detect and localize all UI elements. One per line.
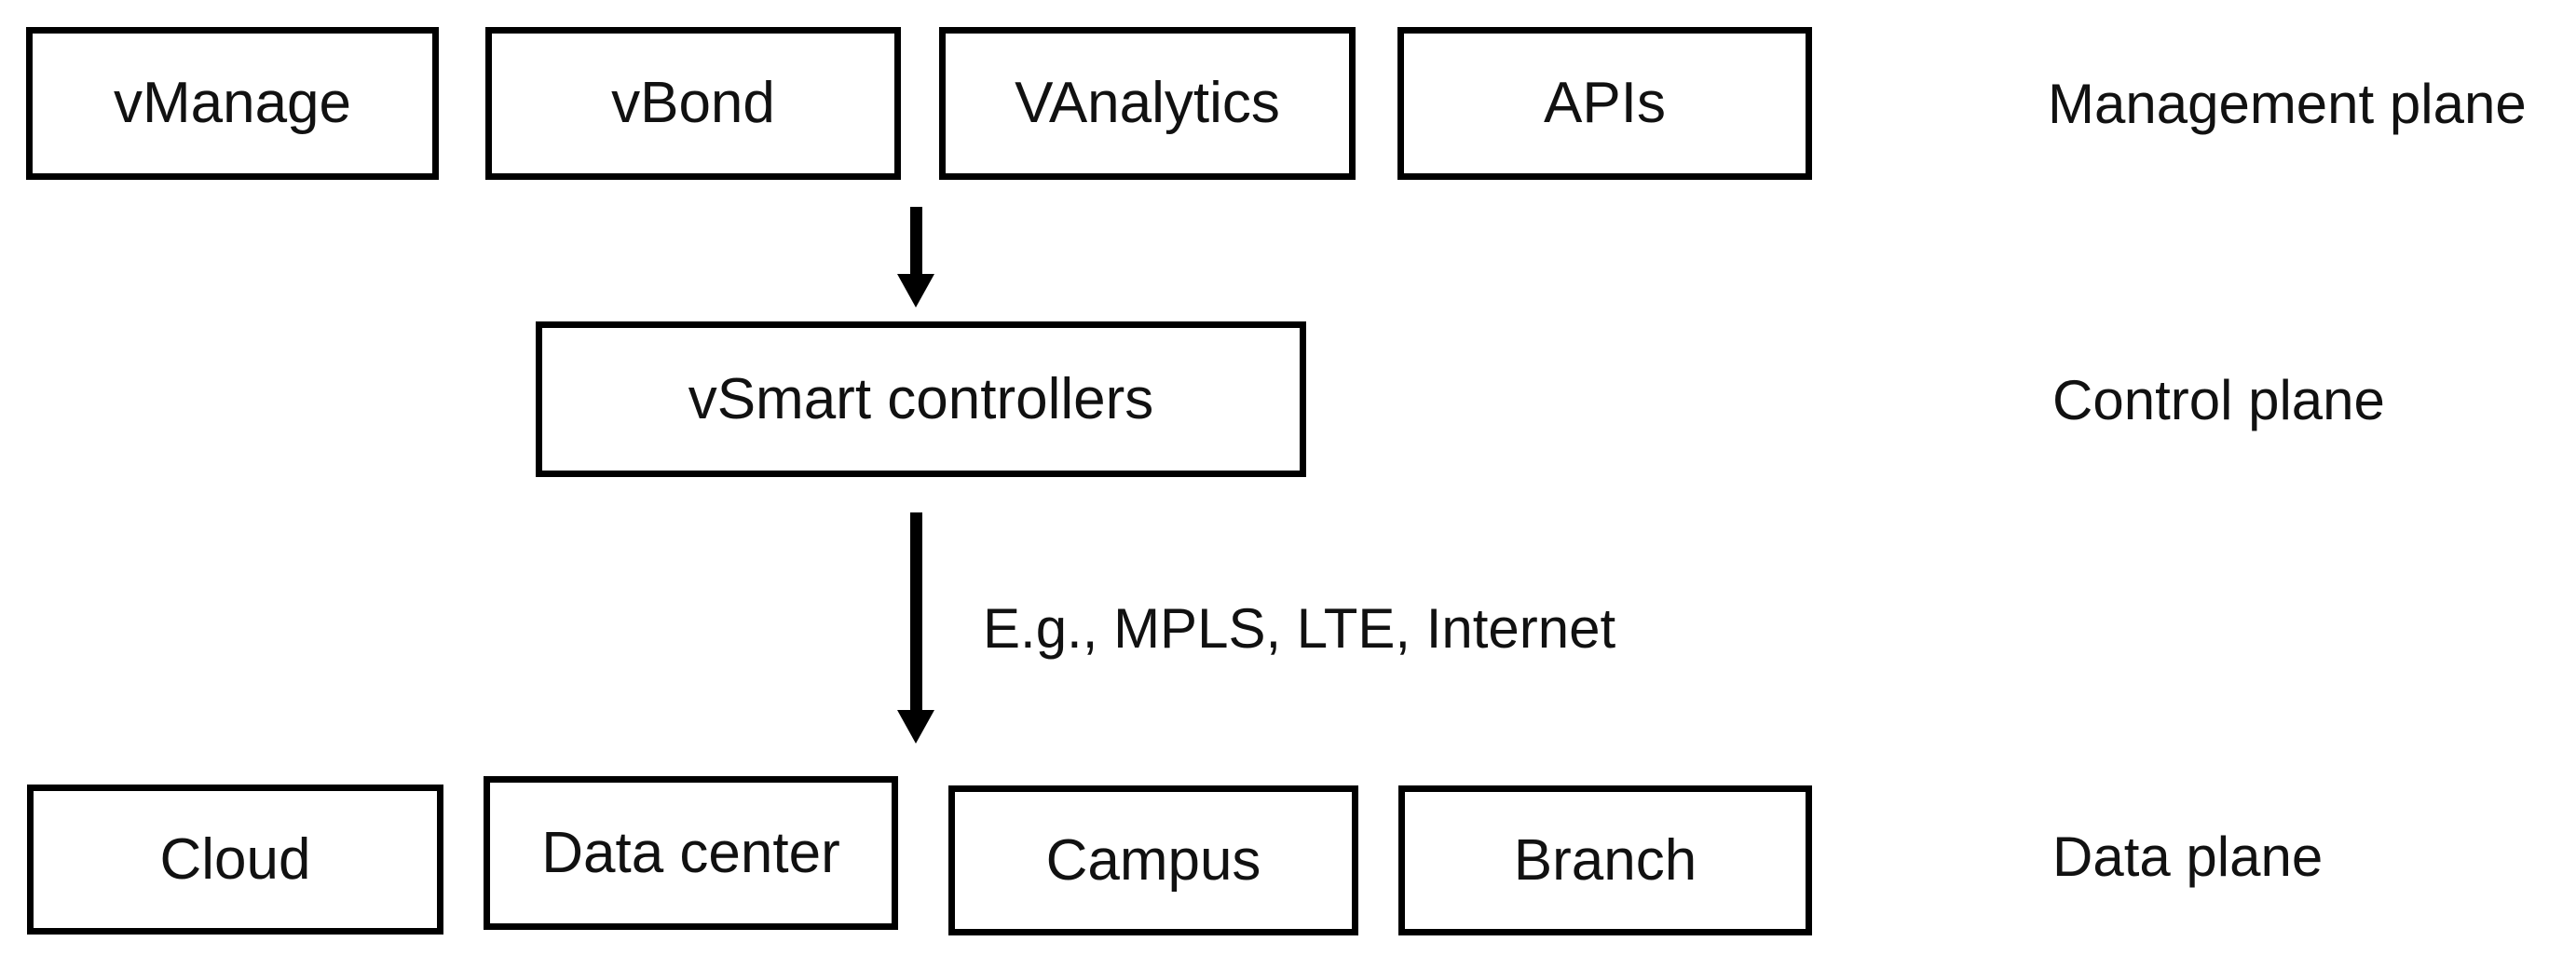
node-campus-label: Campus [1045, 827, 1261, 893]
node-cloud: Cloud [27, 785, 443, 935]
management-plane-label: Management plane [2048, 73, 2527, 135]
node-vbond: vBond [485, 27, 901, 180]
node-vbond-label: vBond [611, 71, 775, 135]
node-data-center: Data center [484, 776, 898, 930]
control-plane-label: Control plane [2052, 369, 2385, 431]
node-cloud-label: Cloud [159, 826, 311, 892]
node-apis-label: APIs [1544, 71, 1666, 135]
node-vsmart-controllers: vSmart controllers [536, 321, 1306, 477]
node-vmanage: vManage [26, 27, 439, 180]
node-campus: Campus [948, 785, 1358, 935]
down-arrow-icon [897, 512, 934, 744]
node-vanalytics: VAnalytics [939, 27, 1356, 180]
transport-examples-label: E.g., MPLS, LTE, Internet [983, 597, 1616, 660]
arrow-head [897, 710, 934, 744]
node-branch-label: Branch [1513, 827, 1697, 893]
node-data-center-label: Data center [541, 820, 840, 885]
down-arrow-icon [897, 207, 934, 307]
node-apis: APIs [1397, 27, 1812, 180]
node-branch: Branch [1398, 785, 1812, 935]
arrow-shaft [909, 207, 922, 274]
arrow-head [897, 274, 934, 307]
arrow-shaft [909, 512, 922, 710]
data-plane-label: Data plane [2052, 826, 2324, 888]
node-vanalytics-label: VAnalytics [1015, 71, 1280, 135]
node-vsmart-controllers-label: vSmart controllers [688, 366, 1154, 431]
node-vmanage-label: vManage [113, 71, 352, 135]
